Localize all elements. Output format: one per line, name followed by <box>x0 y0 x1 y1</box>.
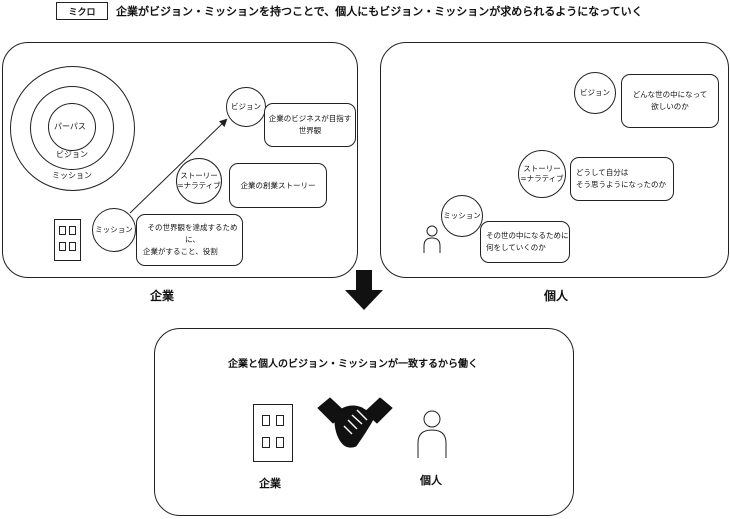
company-story-line2: =ナラティブ <box>177 181 221 190</box>
individual-mission-desc: その世の中になるために 何をしていくのか <box>480 221 570 263</box>
vision-ring-label: ビジョン <box>56 150 88 159</box>
individual-mission-node: ミッション <box>441 195 483 237</box>
individual-story-desc-line2: そう思うようになったのか <box>576 180 666 189</box>
individual-vision-desc-line2: 欲しいのか <box>651 102 689 111</box>
company-story-node: ストーリー =ナラティブ <box>176 158 222 204</box>
bottom-building-icon <box>253 404 293 462</box>
company-mission-desc: その世界観を達成するために、 企業がすること、役割 <box>136 214 243 266</box>
individual-story-line1: ストーリー <box>523 164 561 174</box>
individual-story-desc-line1: どうして自分は <box>576 168 629 177</box>
company-vision-node: ビジョン <box>226 87 266 127</box>
company-mission-desc-line1: その世界観を達成するために、 <box>147 223 238 244</box>
individual-story-node: ストーリー =ナラティブ <box>518 150 566 198</box>
mission-ring-label: ミッション <box>52 171 92 180</box>
individual-story-desc: どうして自分は そう思うようになったのか <box>570 157 674 201</box>
purpose-ring <box>48 103 96 151</box>
header-tag: ミクロ <box>56 2 108 20</box>
individual-mission-desc-line2: 何をしていくのか <box>486 243 546 252</box>
company-vision-desc-line1: 企業のビジネスが目指す <box>268 114 352 123</box>
bottom-company-label: 企業 <box>259 477 281 490</box>
purpose-label: パーパス <box>54 122 86 131</box>
bottom-individual-label: 個人 <box>420 474 442 487</box>
company-mission-desc-line2: 企業がすること、役割 <box>143 247 218 256</box>
company-vision-desc-line2: 世界観 <box>298 126 322 135</box>
vision-ring <box>30 86 114 170</box>
page-title: 企業がビジョン・ミッションを持つことで、個人にもビジョン・ミッションが求められる… <box>116 5 643 18</box>
individual-vision-desc: どんな世の中になって 欲しいのか <box>621 74 719 128</box>
individual-vision-desc-line1: どんな世の中になって <box>632 90 708 99</box>
individual-vision-node: ビジョン <box>574 72 616 114</box>
building-icon <box>54 219 81 261</box>
bottom-title: 企業と個人のビジョン・ミッションが一致するから働く <box>228 359 478 370</box>
company-vision-desc: 企業のビジネスが目指す 世界観 <box>264 103 356 147</box>
individual-caption: 個人 <box>544 289 569 303</box>
individual-mission-desc-line1: その世の中になるために <box>486 231 569 240</box>
company-mission-node: ミッション <box>92 208 136 252</box>
company-story-line1: ストーリー <box>180 171 218 181</box>
company-caption: 企業 <box>150 289 175 303</box>
individual-story-line2: =ナラティブ <box>520 174 564 183</box>
mission-ring <box>10 66 135 191</box>
company-story-desc: 企業の創業ストーリー <box>229 163 327 208</box>
